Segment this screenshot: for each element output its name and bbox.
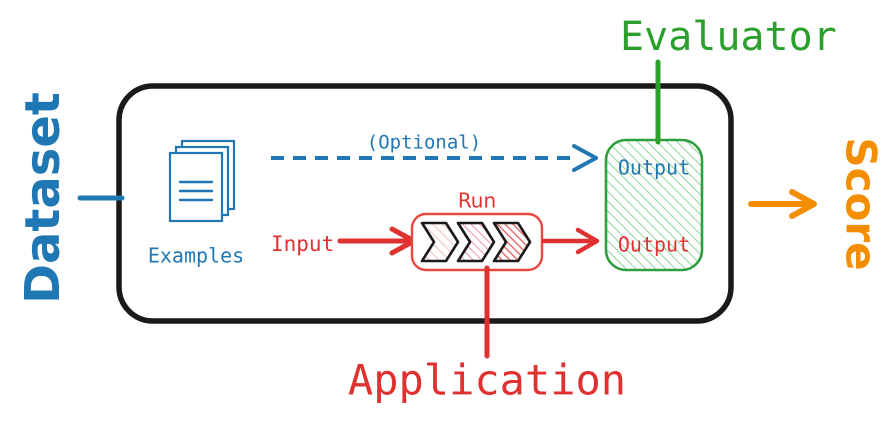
pipeline-container — [116, 83, 734, 324]
score-arrow — [748, 189, 817, 219]
label-output-blue: Output — [618, 156, 690, 180]
chevron-1-icon — [420, 221, 460, 263]
label-input: Input — [271, 232, 334, 256]
label-score: Score — [837, 137, 886, 270]
label-optional: (Optional) — [367, 132, 481, 154]
label-application: Application — [348, 356, 626, 405]
input-arrow — [337, 226, 417, 256]
label-output-red: Output — [618, 233, 690, 257]
optional-dashed-arrow — [271, 144, 598, 172]
run-output-arrow — [541, 227, 600, 255]
label-run: Run — [458, 189, 496, 213]
label-evaluator: Evaluator — [620, 14, 837, 60]
chevron-3-icon — [492, 221, 532, 263]
label-dataset: Dataset — [15, 92, 71, 304]
stacked-documents-icon — [168, 139, 236, 223]
chevron-2-icon — [456, 221, 496, 263]
label-examples: Examples — [148, 244, 244, 268]
evaluator-output-box — [604, 138, 704, 272]
